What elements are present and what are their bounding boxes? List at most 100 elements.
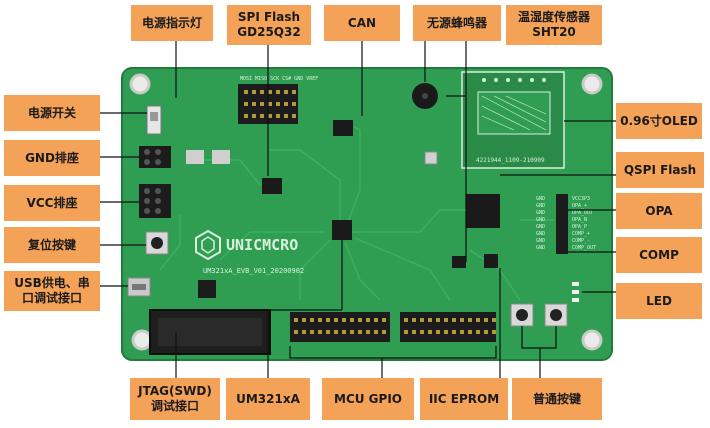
- mcu-chip: [332, 220, 352, 240]
- usb-connector-part: [127, 277, 151, 297]
- svg-text:GND: GND: [536, 217, 545, 223]
- header-pin: [412, 330, 416, 334]
- header-pin: [252, 90, 256, 94]
- pcb-traces: [159, 109, 555, 301]
- header-pin: [310, 318, 314, 322]
- leader-lines: [100, 40, 616, 378]
- header-pin: [302, 330, 306, 334]
- svg-text:GND: GND: [536, 238, 545, 244]
- label-user-button: 普通按键: [512, 378, 602, 420]
- header-pin: [444, 330, 448, 334]
- brand-silk: UNICMCRO: [226, 236, 298, 254]
- header-pin: [374, 318, 378, 322]
- header-pin: [260, 102, 264, 106]
- header-pin: [244, 102, 248, 106]
- svg-text:GND: GND: [536, 245, 545, 251]
- header-pin: [276, 90, 280, 94]
- eeprom-chip: [452, 256, 466, 268]
- qspi-flash-chip: [466, 194, 500, 228]
- svg-text:GND: GND: [536, 196, 545, 202]
- svg-text:OPA_OUT: OPA_OUT: [572, 210, 593, 216]
- header-pin: [428, 330, 432, 334]
- header-pin: [492, 318, 496, 322]
- header-pin: [294, 318, 298, 322]
- oled-id-silk: 4221944_1109-210909: [476, 157, 545, 164]
- header-pin: [366, 330, 370, 334]
- header-pin: [452, 318, 456, 322]
- header-pin: [428, 318, 432, 322]
- header-pin: [334, 318, 338, 322]
- top-pins-silk: MOSI MISO SCK CS# GND VREF: [240, 76, 318, 82]
- gnd-header-part: [139, 146, 171, 168]
- label-vcc-header: VCC排座: [4, 185, 100, 221]
- svg-text:VCC3P3: VCC3P3: [572, 196, 590, 202]
- header-pin: [318, 330, 322, 334]
- svg-text:GND: GND: [536, 210, 545, 216]
- header-pin: [452, 330, 456, 334]
- header-pin: [268, 90, 272, 94]
- spi-flash-chip: [262, 178, 282, 194]
- svg-text:GND: GND: [536, 231, 545, 237]
- header-pin: [382, 330, 386, 334]
- gpio-pins: [244, 90, 496, 334]
- header-pin: [294, 330, 298, 334]
- header-pin: [260, 114, 264, 118]
- header-pin: [252, 114, 256, 118]
- can-chip: [333, 120, 353, 136]
- label-buzzer: 无源蜂鸣器: [413, 5, 501, 41]
- label-qspi-flash: QSPI Flash: [616, 152, 704, 188]
- header-pin: [342, 318, 346, 322]
- label-comp: COMP: [616, 237, 702, 273]
- header-pin: [420, 330, 424, 334]
- header-pin: [326, 318, 330, 322]
- header-pin: [412, 318, 416, 322]
- header-pin: [276, 102, 280, 106]
- opa-header-part: [556, 194, 568, 254]
- jtag-connector-part: [149, 309, 271, 355]
- label-eeprom: IIC EPROM: [420, 378, 508, 420]
- svg-text:COMP_-: COMP_-: [572, 238, 590, 244]
- header-pin: [284, 102, 288, 106]
- board-id-silk: UM321xA_EVB_V01_20200902: [203, 267, 304, 275]
- gpio-header-left: [290, 312, 390, 342]
- svg-text:OPA_N: OPA_N: [572, 217, 587, 223]
- svg-text:GND: GND: [536, 203, 545, 209]
- label-power-switch: 电源开关: [4, 95, 100, 131]
- buzzer-part: [412, 83, 438, 109]
- header-pin: [404, 318, 408, 322]
- unicmcro-logo: [195, 229, 221, 261]
- header-pin: [444, 318, 448, 322]
- header-pin: [326, 330, 330, 334]
- label-reset-button: 复位按键: [4, 227, 100, 263]
- header-pin: [276, 114, 280, 118]
- header-pin: [260, 90, 264, 94]
- header-pin: [492, 330, 496, 334]
- header-pin: [318, 318, 322, 322]
- svg-text:GND: GND: [536, 224, 545, 230]
- header-pin: [310, 330, 314, 334]
- label-gnd-header: GND排座: [4, 140, 100, 176]
- header-pin: [292, 114, 296, 118]
- header-pin: [358, 330, 362, 334]
- header-pin: [420, 318, 424, 322]
- header-pin: [350, 318, 354, 322]
- header-pin: [484, 318, 488, 322]
- header-pin: [284, 114, 288, 118]
- header-pin: [468, 318, 472, 322]
- label-led: LED: [616, 283, 702, 319]
- label-usb: USB供电、串口调试接口: [4, 271, 100, 311]
- header-pin: [460, 318, 464, 322]
- opa-signal-silk: VCC3P3 OPA_+ OPA_OUT OPA_N OPA_P COMP_+ …: [572, 196, 596, 251]
- header-pin: [460, 330, 464, 334]
- header-pin: [334, 330, 338, 334]
- led-parts: [572, 282, 579, 302]
- svg-text:OPA_P: OPA_P: [572, 224, 587, 230]
- label-opa: OPA: [616, 193, 702, 229]
- vcc-header-part: [139, 184, 171, 218]
- label-power-led: 电源指示灯: [131, 5, 213, 41]
- header-pin: [382, 318, 386, 322]
- label-jtag: JTAG(SWD)调试接口: [130, 378, 220, 420]
